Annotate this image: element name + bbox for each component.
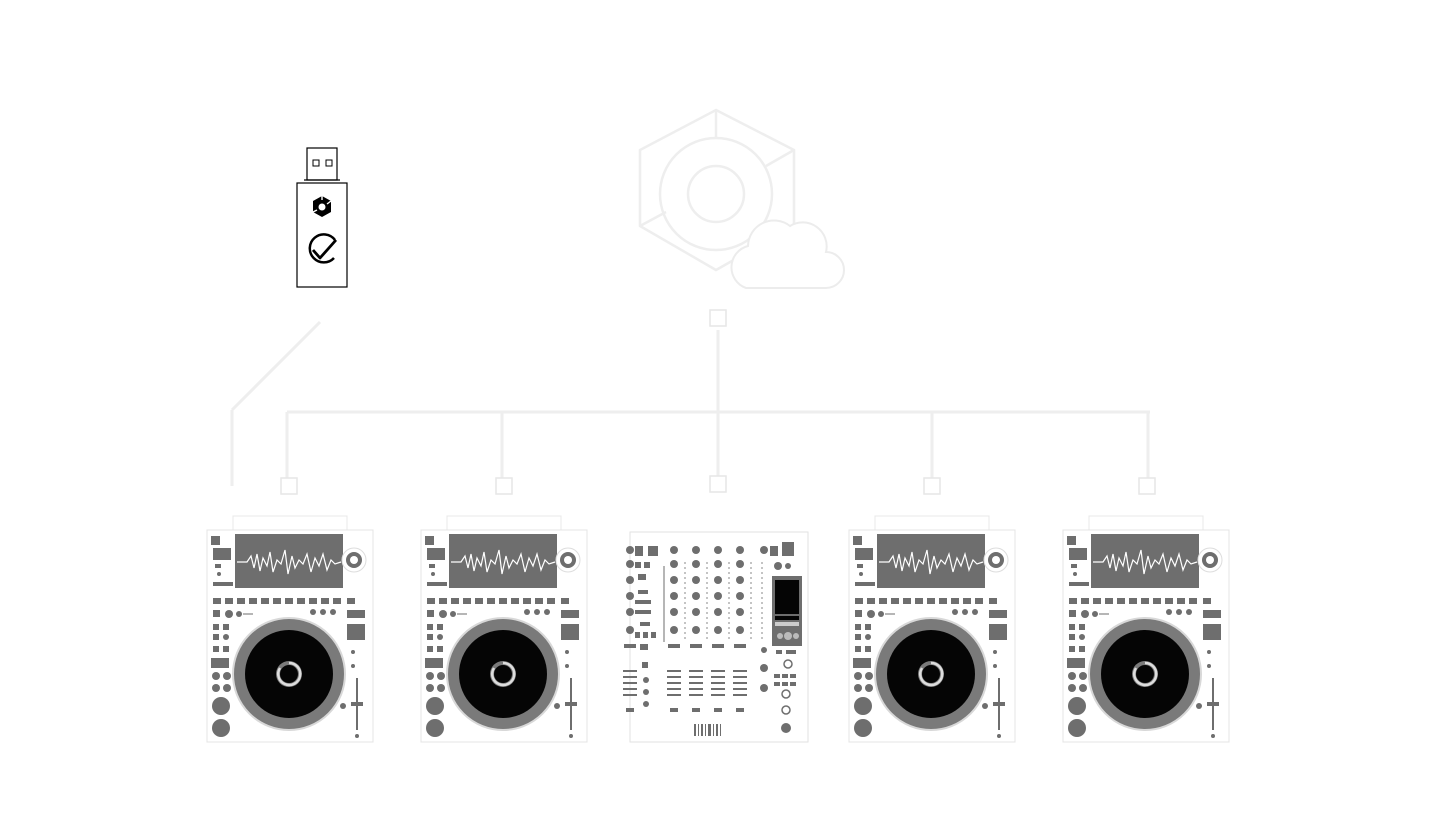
connector-ports — [280, 309, 1156, 495]
cdj-player-icon — [419, 514, 589, 744]
cdj-player-icon — [847, 514, 1017, 744]
cdj-player-icon — [1061, 514, 1231, 744]
connector-lines — [230, 320, 1150, 486]
check-circle-icon — [308, 233, 338, 264]
rekordbox-logo-icon — [312, 196, 332, 217]
rekordbox-cloud-icon — [638, 108, 845, 289]
dj-mixer-icon — [623, 532, 808, 742]
cdj-player-icon — [205, 514, 375, 744]
usb-drive-icon — [296, 147, 348, 288]
